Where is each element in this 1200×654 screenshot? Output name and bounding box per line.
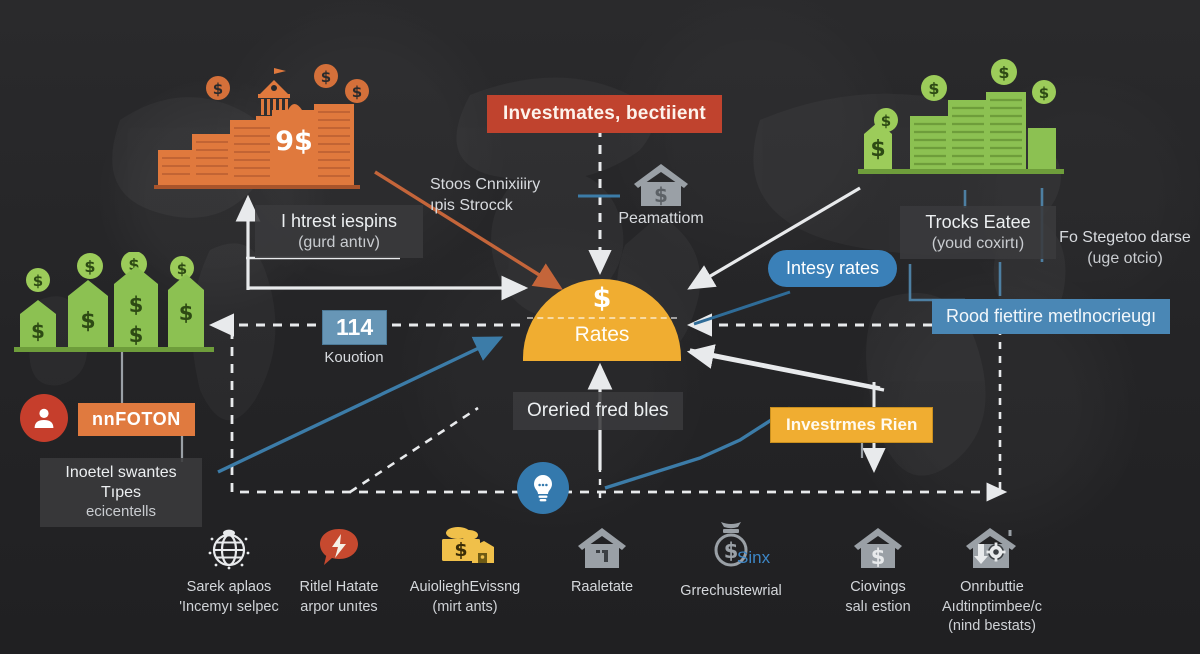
bottom-icon-lightning-cap2: arpor unıtes [300, 598, 378, 615]
bottom-icon-house-gear[interactable]: Onrıbuttie Aıdtinptimbee/c (nind bestats… [917, 522, 1067, 637]
stock-note: Stoos Cnnixiiiry ıpis Strocck [430, 175, 570, 217]
arrow-lower-right-to-hub [686, 344, 885, 392]
svg-text:$: $ [128, 255, 139, 274]
right-buildings-label-line2: (youd coxirtı) [931, 234, 1025, 252]
bottom-icon-money-cap2: (mirt ants) [432, 598, 498, 615]
bottom-icon-house-dollar[interactable]: $ Ciovings salı estion [803, 522, 953, 617]
green-buildings-left-illustration: $ $ $ $ $ $ $ $ $ [14, 252, 214, 352]
money-bank-icon: $ [390, 522, 540, 574]
inflation-banner[interactable]: nnFOTON [78, 403, 195, 436]
globe-icon [154, 522, 304, 574]
svg-text:$: $ [654, 183, 668, 207]
lower-left-note-line3: ecicentells [85, 503, 157, 520]
left-buildings-label-line1: I htrest iespins [280, 211, 398, 231]
blue-pill-connector [693, 290, 791, 326]
far-right-label-line2: (uge otcio) [1087, 249, 1163, 267]
bottom-icon-house[interactable]: Raaletate [527, 522, 677, 598]
right-buildings-label-line1: Trocks Eatee [925, 212, 1031, 232]
svg-text:$: $ [998, 63, 1009, 82]
svg-text:$: $ [1039, 84, 1049, 102]
rates-hub[interactable]: $ Rates [523, 279, 681, 361]
bottom-icon-money[interactable]: $ AuiolieghEvissng (mirt ants) [390, 522, 540, 617]
value-badge[interactable]: 114 [322, 310, 388, 345]
bottom-icon-house-gear-cap2: Aıdtinptimbee/c [942, 598, 1042, 615]
bottom-icon-house-dollar-cap2: salı estion [845, 598, 911, 615]
hub-label: Rates [574, 323, 630, 346]
svg-text:$: $ [871, 545, 886, 569]
svg-text:$: $ [31, 319, 45, 343]
bottom-icon-money-bag-cap1: Grrechustewrial [680, 583, 782, 599]
dashed-diagonal-left [349, 406, 479, 494]
far-right-label: Fo Stegetoo darse (uge otcio) [1052, 228, 1198, 270]
left-buildings-label: I htrest iespins (gurd antıv) [255, 205, 423, 258]
svg-text:$: $ [33, 272, 43, 290]
right-buildings-label: Trocks Eatee (youd coxirtı) [900, 206, 1056, 259]
bottom-icon-money-cap1: AuiolieghEvissng [409, 579, 521, 595]
sinx-label: Sinx [737, 548, 771, 567]
building-badge-text: 9$ [275, 126, 313, 157]
house-dollar-icon: $ [803, 522, 953, 574]
svg-text:$: $ [454, 539, 467, 561]
lightbulb-icon [534, 475, 552, 502]
avatar [20, 394, 68, 442]
lower-left-note-line2: Tıpes [100, 484, 141, 501]
lightning-bubble-icon [264, 522, 414, 574]
svg-text:$: $ [724, 539, 739, 563]
bottom-icon-lightning-cap1: Ritlel Hatate [299, 579, 379, 595]
person-icon [34, 408, 54, 428]
stock-note-line1: Stoos Cnnixiiiry [430, 176, 541, 193]
bottom-icon-house-cap1: Raaletate [570, 579, 634, 595]
svg-text:$: $ [928, 79, 939, 98]
svg-text:$: $ [80, 309, 95, 334]
center-mid-label: Oreried fred bles [513, 392, 683, 430]
value-badge-caption: Kouotion [324, 349, 384, 366]
top-red-banner[interactable]: Investmates, bectiient [487, 95, 722, 133]
bracket-tracks-to-bar [908, 264, 965, 302]
house-gear-icon [917, 522, 1067, 574]
house-dollar-premium-icon: $ [634, 164, 688, 207]
hub-divider [527, 317, 677, 319]
svg-text:$: $ [129, 323, 144, 347]
house-icon [527, 522, 677, 574]
lower-left-note-line1: Inoetel swantes [65, 464, 177, 481]
orange-buildings-illustration: $ $ $ 9$ [154, 64, 369, 189]
lightbulb-badge[interactable] [517, 462, 569, 514]
stock-note-line2: ıpis Strocck [430, 196, 513, 214]
line-hub-to-lower-right [689, 348, 881, 390]
far-right-label-line1: Fo Stegetoo darse [1059, 229, 1191, 246]
money-bag-icon: $ [656, 518, 806, 570]
lower-left-note: Inoetel swantes Tıpes ecicentells [40, 458, 202, 527]
svg-text:$: $ [352, 83, 362, 101]
green-buildings-right-illustration: $ $ $ $ $ [858, 59, 1064, 174]
bottom-icon-house-gear-cap3: (nind bestats) [948, 618, 1036, 635]
blue-bar-banner[interactable]: Rood fiettire metlnocrieugı [932, 299, 1171, 334]
bottom-icon-house-gear-cap1: Onrıbuttie [960, 579, 1024, 595]
bottom-icon-lightning[interactable]: Ritlel Hatate arpor unıtes [264, 522, 414, 617]
premium-label: Peamattiom [618, 210, 704, 227]
interest-rates-pill[interactable]: Intesy rates [768, 250, 898, 287]
svg-text:$: $ [179, 301, 194, 325]
investment-banner[interactable]: Investrmes Rien [770, 407, 934, 443]
bottom-icon-globe-cap1: Sarek aplaos [186, 579, 272, 595]
svg-text:$: $ [129, 293, 144, 317]
bottom-icon-house-dollar-cap1: Ciovings [850, 579, 906, 595]
svg-text:$: $ [213, 80, 223, 98]
svg-text:$: $ [881, 112, 891, 130]
svg-text:$: $ [84, 257, 95, 276]
svg-text:$: $ [321, 68, 331, 86]
bottom-icon-globe[interactable]: Sarek aplaos 'Incemyı selpec [154, 522, 304, 617]
svg-text:$: $ [870, 137, 885, 162]
hub-dollar-icon: $ [592, 283, 612, 314]
svg-text:$: $ [177, 260, 187, 278]
left-buildings-label-line2: (gurd antıv) [298, 233, 380, 251]
bottom-icon-globe-cap2: 'Incemyı selpec [179, 598, 279, 615]
bottom-icon-money-bag[interactable]: $ Grrechustewrial [656, 518, 806, 602]
